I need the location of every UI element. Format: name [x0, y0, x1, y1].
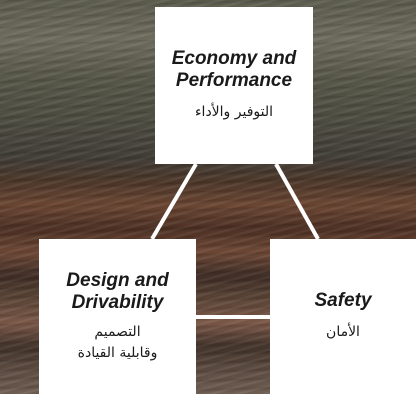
design-drivability-title-line1: Design and: [66, 269, 169, 291]
design-drivability-arabic-line1: التصميم: [94, 323, 141, 340]
safety-title: Safety: [314, 290, 372, 311]
economy-performance-title: Economy and Performance: [171, 48, 297, 91]
economy-performance-box[interactable]: Economy and Performance التوفير والأداء: [155, 7, 313, 164]
bottom-connector: [196, 315, 270, 319]
safety-arabic: الأمان: [326, 324, 360, 340]
safety-box[interactable]: Safety الأمان: [270, 239, 416, 394]
design-drivability-box[interactable]: Design and Drivability التصميم وقابلية ا…: [39, 239, 196, 394]
design-drivability-title-line2: Drivability: [71, 291, 164, 313]
economy-performance-arabic: التوفير والأداء: [194, 104, 274, 120]
design-drivability-arabic-line2: وقابلية القيادة: [77, 344, 158, 361]
